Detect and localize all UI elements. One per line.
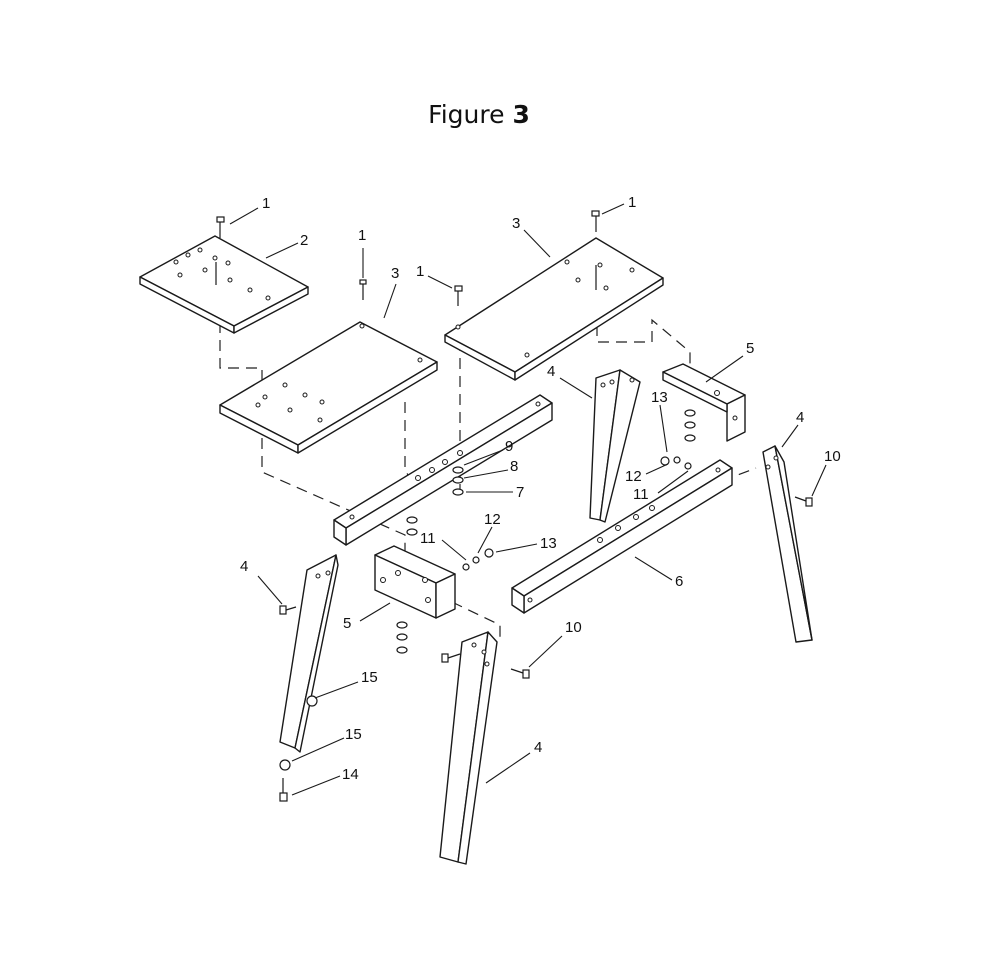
callout-leader-lines <box>229 203 827 796</box>
part-3-top-plate-right <box>444 237 664 381</box>
callout-label: 13 <box>540 535 557 552</box>
callout-label: 7 <box>516 484 524 501</box>
callout-label: 6 <box>675 573 683 590</box>
callout-label: 10 <box>565 619 582 636</box>
part-4-leg-rear-center <box>589 369 641 523</box>
callout-label: 1 <box>358 227 366 244</box>
callout-label: 3 <box>391 265 399 282</box>
washer-stack-icon <box>684 409 696 442</box>
callout-label: 13 <box>651 389 668 406</box>
bolt-icon <box>794 496 813 507</box>
figure-title-prefix: Figure <box>428 100 505 129</box>
callout-label: 5 <box>746 340 754 357</box>
callout-label: 8 <box>510 458 518 475</box>
callout-label: 10 <box>824 448 841 465</box>
callout-label: 3 <box>512 215 520 232</box>
part-5-bracket-rear <box>662 363 746 442</box>
callout-label: 14 <box>342 766 359 783</box>
hardware-fasteners <box>216 210 813 802</box>
washer-stack-icon <box>406 516 418 536</box>
callout-label: 1 <box>628 194 636 211</box>
nut-icon <box>279 695 318 771</box>
callout-label: 15 <box>361 669 378 686</box>
callout-label: 4 <box>534 739 542 756</box>
washer-icon <box>462 548 494 571</box>
part-5-bracket-front <box>374 545 456 619</box>
screw-icon <box>279 778 288 802</box>
part-4-leg-rear-right <box>762 445 813 643</box>
screw-icon <box>359 279 367 300</box>
callout-label: 11 <box>420 530 436 547</box>
side-rail-upper <box>333 394 553 546</box>
washer-icon <box>660 456 692 470</box>
screw-icon <box>216 216 225 238</box>
callout-label: 12 <box>484 511 501 528</box>
callout-label: 4 <box>240 558 248 575</box>
callout-label: 9 <box>505 438 513 455</box>
part-3-top-plate-center <box>219 321 438 454</box>
callout-label: 1 <box>262 195 270 212</box>
callout-label: 4 <box>796 409 804 426</box>
bolt-icon <box>279 605 297 615</box>
callout-label: 2 <box>300 232 308 249</box>
callout-label: 4 <box>547 363 555 380</box>
callout-label: 1 <box>416 263 424 280</box>
part-4-leg-front-center <box>439 631 498 865</box>
bolt-icon <box>441 653 461 663</box>
figure-title-number: 3 <box>512 100 530 129</box>
part-6-side-rail-lower <box>511 459 733 614</box>
part-2-top-plate <box>139 235 309 334</box>
callout-labels: 1 2 1 3 1 3 1 5 4 13 9 8 7 12 11 4 10 11… <box>240 194 841 783</box>
washer-stack-icon <box>396 621 408 654</box>
callout-label: 15 <box>345 726 362 743</box>
callout-label: 12 <box>625 468 642 485</box>
screw-icon <box>454 285 463 306</box>
washer-stack-icon <box>452 466 464 496</box>
figure-title: Figure 3 <box>0 100 958 129</box>
part-4-leg-front-left <box>279 554 339 753</box>
screw-icon <box>591 210 600 232</box>
callout-label: 5 <box>343 615 351 632</box>
callout-label: 11 <box>633 486 649 503</box>
bolt-icon <box>510 668 530 679</box>
